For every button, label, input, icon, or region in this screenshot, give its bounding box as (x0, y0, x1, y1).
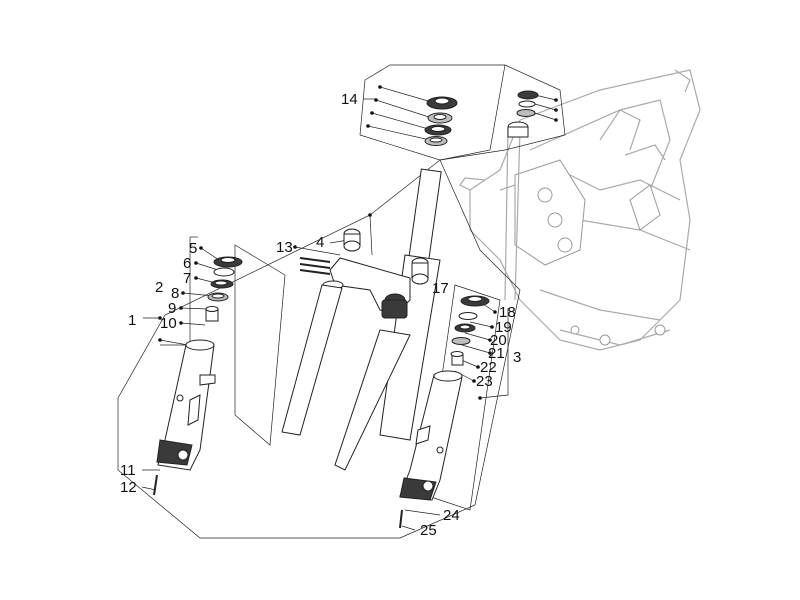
label-25: 25 (420, 522, 437, 539)
right-fork-leg (399, 295, 490, 529)
label-4: 4 (316, 234, 324, 251)
label-6: 6 (183, 255, 191, 272)
scooter-frame (459, 69, 701, 351)
label-21: 21 (488, 345, 505, 362)
callout-labels: 1 2 3 4 5 6 7 8 9 10 11 12 13 14 17 18 1… (120, 91, 521, 539)
label-19: 19 (495, 319, 512, 336)
steering-bearing-kit (424, 90, 539, 146)
label-13: 13 (276, 239, 293, 256)
label-1: 1 (128, 312, 136, 329)
label-17: 17 (432, 280, 449, 297)
label-11: 11 (120, 462, 136, 479)
label-12: 12 (120, 479, 137, 496)
label-5: 5 (189, 240, 197, 257)
label-23: 23 (476, 373, 493, 390)
label-10: 10 (160, 315, 177, 332)
label-20: 20 (490, 332, 507, 349)
label-8: 8 (171, 285, 179, 302)
label-24: 24 (443, 507, 460, 524)
label-2: 2 (155, 279, 163, 296)
left-fork-leg (153, 256, 343, 496)
label-22: 22 (480, 359, 497, 376)
label-3: 3 (513, 349, 521, 366)
label-9: 9 (168, 300, 176, 317)
fork-crown (299, 228, 429, 319)
label-18: 18 (499, 304, 516, 321)
label-14: 14 (341, 91, 358, 108)
label-7: 7 (183, 270, 191, 287)
steering-column (334, 168, 442, 471)
